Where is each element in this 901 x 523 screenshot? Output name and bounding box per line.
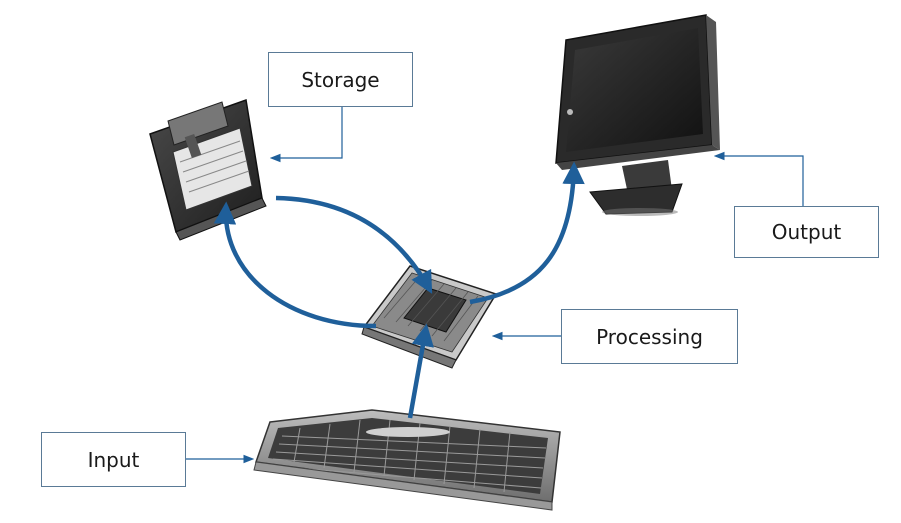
output-leader-line xyxy=(713,151,804,206)
cpu-chip-icon xyxy=(361,265,498,369)
output-label: Output xyxy=(734,206,879,258)
arrow-processing-to-storage xyxy=(213,201,377,329)
storage-label: Storage xyxy=(268,52,413,107)
arrow-storage-to-processing xyxy=(275,195,433,294)
floppy-disk-icon xyxy=(149,98,267,241)
processing-label: Processing xyxy=(561,309,738,364)
keyboard-icon xyxy=(253,409,561,511)
arrow-input-to-processing xyxy=(407,323,434,419)
storage-leader-line xyxy=(269,107,343,163)
monitor-icon xyxy=(555,14,720,216)
arrow-processing-to-output xyxy=(469,161,585,305)
input-label: Input xyxy=(41,432,186,487)
